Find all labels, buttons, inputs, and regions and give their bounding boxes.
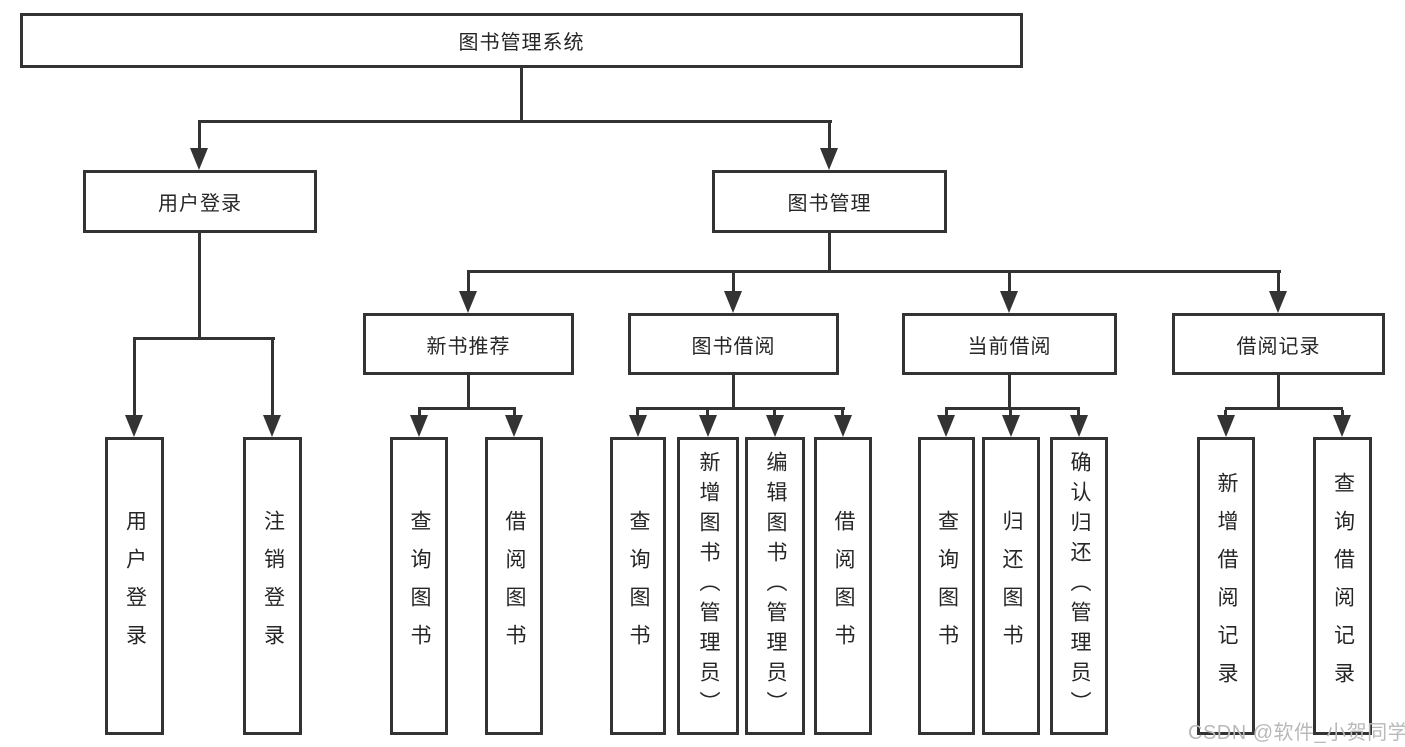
connector-line-v [706, 410, 709, 417]
node-library-system: 图书管理系统 [20, 13, 1023, 68]
node-new-book-recommendation-label: 新书推荐 [426, 335, 511, 358]
leaf-borrow-books-recommend-label: 借阅图书 [503, 510, 526, 662]
leaf-borrow-books-label: 借阅图书 [832, 510, 855, 662]
connector-line-h [418, 407, 516, 410]
arrowhead-down [190, 148, 208, 170]
leaf-search-books-borrowing-label: 查询图书 [627, 510, 650, 662]
leaf-search-borrow-record: 查询借阅记录 [1313, 437, 1372, 735]
leaf-search-books-recommend-label: 查询图书 [408, 510, 431, 662]
node-book-management: 图书管理 [712, 170, 947, 233]
leaf-search-books-recommend: 查询图书 [390, 437, 448, 735]
node-current-borrowing-label: 当前借阅 [967, 335, 1052, 358]
arrowhead-down [1000, 291, 1018, 313]
node-book-management-label: 图书管理 [787, 193, 872, 215]
connector-line-v [732, 273, 735, 293]
connector-line-h [945, 407, 1080, 410]
arrowhead-down [459, 291, 477, 313]
leaf-search-borrow-record-label: 查询借阅记录 [1331, 472, 1355, 700]
connector-line-v [271, 340, 274, 417]
leaf-search-books-borrowing: 查询图书 [610, 437, 666, 735]
connector-line-v [1008, 375, 1011, 410]
connector-line-h [1225, 407, 1343, 410]
connector-line-v [133, 340, 136, 417]
leaf-return-books-label: 归还图书 [1000, 510, 1023, 662]
node-book-borrowing-label: 图书借阅 [691, 335, 776, 358]
connector-line-v [1077, 410, 1080, 417]
leaf-add-books-admin-label: 新增图书（管理员） [697, 451, 720, 721]
node-library-system-label: 图书管理系统 [458, 32, 585, 54]
connector-line-v [1008, 273, 1011, 293]
arrowhead-down [699, 415, 717, 437]
node-current-borrowing: 当前借阅 [902, 313, 1117, 375]
leaf-add-books-admin: 新增图书（管理员） [677, 437, 739, 735]
arrowhead-down [1217, 415, 1235, 437]
arrowhead-down [263, 415, 281, 437]
leaf-user-login: 用户登录 [105, 437, 164, 735]
leaf-confirm-return-admin: 确认归还（管理员） [1050, 437, 1108, 735]
leaf-borrow-books-recommend: 借阅图书 [485, 437, 543, 735]
connector-line-v [1277, 273, 1280, 293]
connector-line-v [732, 375, 735, 410]
connector-line-v [1009, 410, 1012, 417]
connector-line-v [828, 123, 831, 151]
connector-line-h [133, 337, 275, 340]
arrowhead-down [1070, 415, 1088, 437]
connector-line-v [467, 273, 470, 293]
connector-line-h [198, 120, 832, 123]
connector-line-v [198, 233, 201, 338]
leaf-add-borrow-record: 新增借阅记录 [1197, 437, 1255, 735]
connector-line-v [1224, 410, 1227, 417]
csdn-watermark: CSDN @软件_小贺同学 [1188, 722, 1405, 744]
connector-line-v [636, 410, 639, 417]
connector-line-v [467, 375, 470, 410]
connector-line-v [773, 410, 776, 417]
arrowhead-down [1002, 415, 1020, 437]
connector-line-v [418, 410, 421, 417]
leaf-confirm-return-admin-label: 确认归还（管理员） [1068, 451, 1091, 721]
arrowhead-down [505, 415, 523, 437]
leaf-borrow-books: 借阅图书 [814, 437, 872, 735]
arrowhead-down [724, 291, 742, 313]
node-user-login-label: 用户登录 [158, 193, 242, 215]
leaf-edit-books-admin-label: 编辑图书（管理员） [764, 451, 787, 721]
arrowhead-down [834, 415, 852, 437]
connector-line-v [520, 68, 523, 123]
arrowhead-down [629, 415, 647, 437]
node-new-book-recommendation: 新书推荐 [363, 313, 574, 375]
leaf-user-login-label: 用户登录 [123, 510, 147, 662]
leaf-edit-books-admin: 编辑图书（管理员） [745, 437, 805, 735]
connector-line-v [1341, 410, 1344, 417]
arrowhead-down [820, 148, 838, 170]
connector-line-h [636, 407, 845, 410]
node-borrowing-records-label: 借阅记录 [1236, 335, 1321, 358]
connector-line-v [841, 410, 844, 417]
connector-line-h [467, 270, 1281, 273]
arrowhead-down [1269, 291, 1287, 313]
leaf-logout: 注销登录 [243, 437, 302, 735]
arrowhead-down [410, 415, 428, 437]
arrowhead-down [125, 415, 143, 437]
connector-line-v [513, 410, 516, 417]
connector-line-v [198, 123, 201, 151]
connector-line-v [828, 233, 831, 273]
connector-line-v [945, 410, 948, 417]
node-user-login: 用户登录 [83, 170, 317, 233]
arrowhead-down [937, 415, 955, 437]
connector-line-v [1277, 375, 1280, 410]
leaf-search-books-current: 查询图书 [918, 437, 975, 735]
leaf-add-borrow-record-label: 新增借阅记录 [1215, 472, 1238, 700]
arrowhead-down [766, 415, 784, 437]
leaf-return-books: 归还图书 [982, 437, 1040, 735]
node-borrowing-records: 借阅记录 [1172, 313, 1385, 375]
leaf-search-books-current-label: 查询图书 [935, 510, 959, 662]
arrowhead-down [1333, 415, 1351, 437]
node-book-borrowing: 图书借阅 [628, 313, 839, 375]
leaf-logout-label: 注销登录 [261, 510, 285, 662]
